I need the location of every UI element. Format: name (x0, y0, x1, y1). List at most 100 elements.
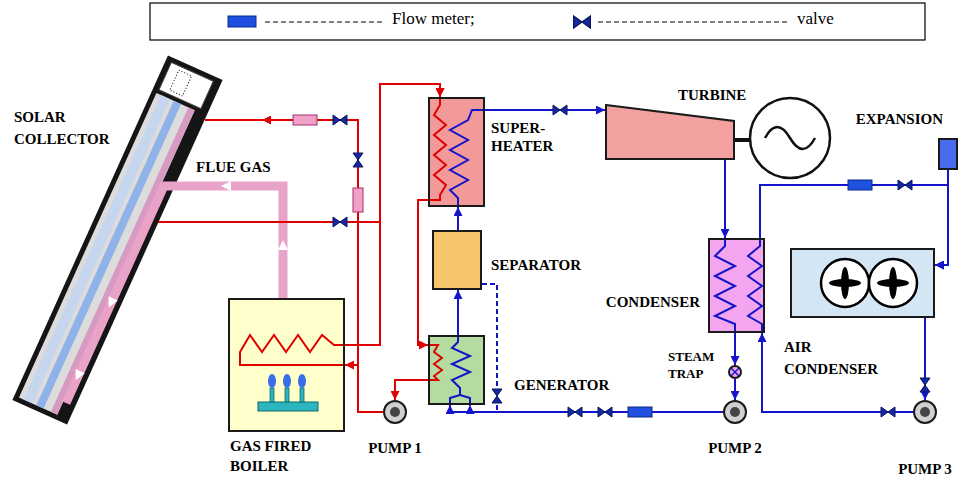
valve (598, 407, 612, 417)
flow-meter-sample (228, 16, 256, 27)
hot-coil (428, 345, 442, 380)
legend-leader (265, 22, 384, 23)
valve (568, 407, 582, 417)
collector-header (159, 62, 213, 108)
flame (268, 374, 276, 388)
valve (553, 105, 567, 115)
component-label: SUPER- HEATER (491, 119, 566, 155)
pump-impeller (920, 407, 930, 417)
flow-meter (293, 115, 317, 125)
working-coil (450, 110, 485, 207)
solar-collector: SOLAR COLLECTOR (0, 60, 262, 235)
pump-impeller (730, 407, 740, 417)
component-label: PUMP 1 (368, 439, 422, 457)
steam-trap-body (729, 366, 741, 378)
flame (298, 374, 306, 388)
generator-fill (428, 335, 485, 405)
condenser-coil (715, 238, 735, 333)
pipe-connector (457, 290, 459, 335)
pipe-connector (724, 160, 726, 238)
boiler-coil (240, 335, 345, 365)
legend-text: Flow meter; (392, 10, 475, 28)
expansion-tank: EXPANSION (938, 138, 958, 170)
pipe-connector (734, 333, 736, 365)
valve-symbol (920, 378, 930, 392)
component-label: TURBINE (676, 86, 748, 104)
valve-symbol (492, 389, 502, 403)
pipe-connector (395, 380, 428, 400)
valve-symbol (333, 217, 347, 227)
pump-body (384, 401, 406, 423)
fan (821, 259, 869, 307)
solar-collector-panel (12, 55, 222, 424)
flow-meter (628, 407, 652, 417)
annotation-label: FLUE GAS (196, 158, 271, 176)
pipe-connector (935, 170, 948, 265)
valve-symbol (898, 180, 912, 190)
legend-text: valve (797, 10, 834, 28)
burner-nozzle (285, 388, 289, 402)
fan-blade (889, 267, 897, 299)
air-condenser: AIR CONDENSER (790, 248, 935, 318)
valve (898, 180, 912, 190)
valve (353, 153, 363, 167)
pipe-connector (734, 379, 736, 400)
pipe-connector (262, 120, 383, 412)
component-label: GENERATOR (514, 376, 609, 394)
component-label: PUMP 2 (708, 439, 762, 457)
separator: SEPARATOR (432, 230, 482, 290)
pipe-connector (762, 333, 913, 412)
burner-nozzle (270, 388, 274, 402)
electric-generator (750, 98, 830, 178)
collector-pipe-stub (205, 119, 262, 121)
sine-symbol (765, 127, 815, 149)
fan (869, 259, 917, 307)
pipe-connector (457, 207, 459, 230)
air-condenser-fill (790, 248, 935, 318)
component-label: PUMP 3 (898, 460, 952, 478)
burner-base (258, 402, 318, 411)
collector-absorber (51, 107, 195, 414)
fan-blade (841, 267, 849, 299)
pipe-connector (345, 84, 440, 345)
condenser: CONDENSER (708, 238, 765, 333)
hot-coil (428, 97, 446, 200)
flue-arrow (109, 296, 118, 307)
valve-symbol (333, 115, 347, 125)
flow-meter (353, 188, 363, 212)
pump: PUMP 1 (383, 400, 407, 424)
flue-arrow (76, 369, 85, 380)
component-label: GAS FIRED BOILER (230, 436, 330, 476)
component-label: STEAM TRAP (668, 348, 718, 382)
valve-symbol (598, 407, 612, 417)
legend-frame (150, 3, 925, 40)
valve-symbol (574, 16, 591, 28)
turbine: TURBINE (605, 104, 735, 160)
pipe-connector (485, 109, 605, 111)
working-coil (450, 335, 470, 405)
generator: GENERATOR (428, 335, 485, 405)
flue-arrow (221, 181, 231, 191)
component-label: AIR CONDENSER (784, 336, 899, 380)
pipe-connector (345, 365, 383, 412)
pipe-connector (262, 84, 440, 222)
turbine-outline (605, 104, 735, 160)
valve (333, 115, 347, 125)
pump-impeller (390, 407, 400, 417)
condenser-coil (748, 238, 762, 333)
component-label: SEPARATOR (491, 256, 581, 274)
pipe-connector (450, 405, 723, 412)
steam-trap: STEAM TRAP (728, 365, 742, 379)
superheater: SUPER- HEATER (428, 97, 485, 207)
valve-symbol (353, 153, 363, 167)
valve-symbol (881, 407, 895, 417)
valve-symbol (553, 105, 567, 115)
component-label: EXPANSION (856, 110, 943, 128)
collector-pipe-stub (158, 221, 262, 223)
valve (920, 378, 930, 392)
